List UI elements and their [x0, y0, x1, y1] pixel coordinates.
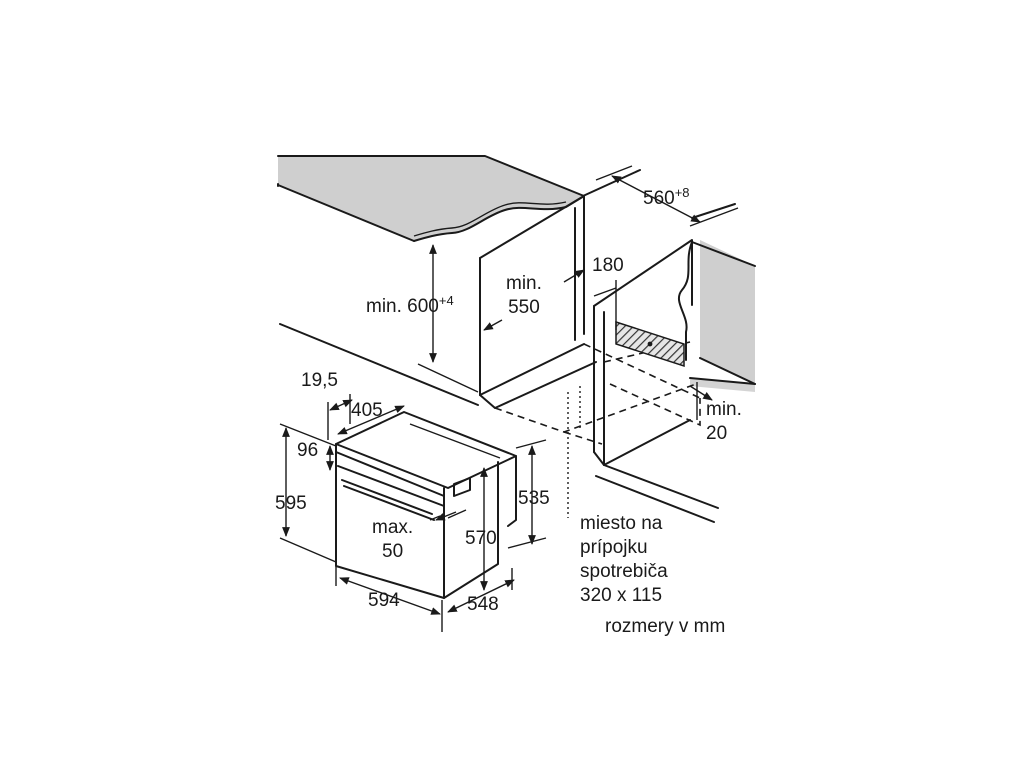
dimension-lines: [279, 165, 739, 632]
oven-depth-label: 548: [467, 594, 499, 615]
oven-height-label: 595: [275, 493, 307, 514]
niche-height-label: min. 600+4: [366, 293, 454, 317]
worktop-right: [689, 240, 756, 392]
door-gap-label: max. 50: [372, 517, 414, 562]
units-note: rozmery v mm: [605, 616, 726, 637]
niche-height-tolerance: +4: [438, 293, 454, 308]
top-depth-label: 405: [351, 400, 383, 421]
niche-depth-label: min. 550: [506, 273, 542, 318]
connection-note: miesto na prípojku spotrebiča 320 x 115: [580, 513, 668, 606]
inner-height-label: 570: [465, 528, 497, 549]
oven-width-label: 594: [368, 590, 400, 611]
rear-gap-label: min. 20: [706, 399, 742, 444]
worktop-cutout-label: 180: [592, 255, 624, 276]
niche-cabinet: [277, 169, 736, 523]
oven-appliance: [335, 411, 517, 599]
worktop-left: [277, 155, 585, 242]
niche-width-tolerance: +8: [674, 185, 690, 200]
body-height-label: 535: [518, 488, 550, 509]
front-strip-label: 96: [297, 440, 319, 461]
niche-width-label: 560+8: [643, 185, 690, 209]
front-panel-offset-label: 19,5: [301, 370, 338, 391]
